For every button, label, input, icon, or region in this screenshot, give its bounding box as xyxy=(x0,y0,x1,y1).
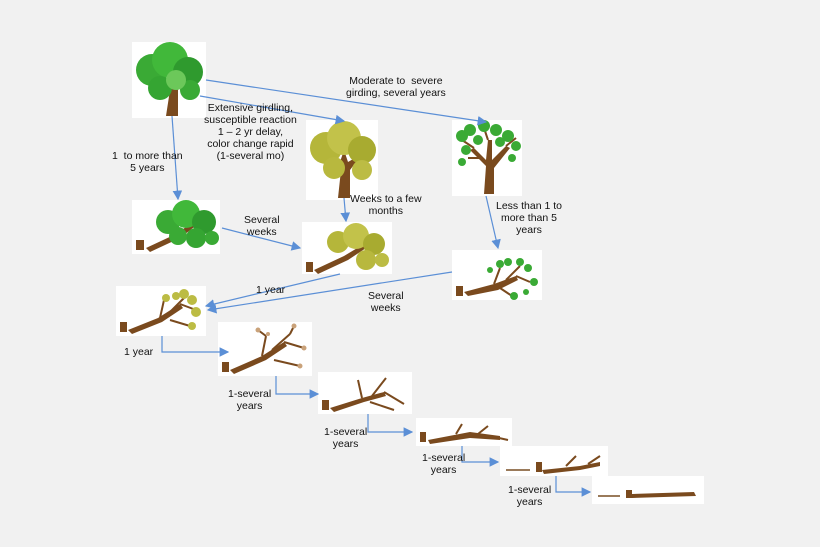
arrow-sparse-to-fallen xyxy=(485,195,501,250)
fallen-tree-icon-green xyxy=(136,200,219,252)
arrow-stage3-to-stage4 xyxy=(367,414,414,437)
tree-sparse-icon xyxy=(456,120,521,194)
arrow-stage5-to-stage6 xyxy=(555,476,592,497)
decline-stage-1-icon xyxy=(120,289,201,334)
label-several-weeks-1: Several weeks xyxy=(244,214,280,238)
label-one-several-2: 1-several years xyxy=(324,426,368,450)
fallen-tree-icon-yellow xyxy=(306,223,389,274)
decline-stage-2-icon xyxy=(222,323,307,374)
fallen-tree-icon-sparse xyxy=(456,258,538,300)
decline-stage-3-icon xyxy=(322,377,405,412)
arrow-yellow-to-stage1 xyxy=(204,273,341,309)
arrow-stage1-to-stage2 xyxy=(161,336,230,357)
label-one-year-a: 1 year xyxy=(256,284,286,296)
arrow-fallen-green-to-yellow xyxy=(221,227,302,251)
decline-stage-5-icon xyxy=(506,455,601,474)
label-one-several-3: 1-several years xyxy=(422,452,466,476)
arrow-healthy-to-sparse xyxy=(205,79,488,126)
tree-green-icon xyxy=(136,42,203,116)
label-several-weeks-2: Several weeks xyxy=(368,290,404,314)
arrow-stage2-to-stage3 xyxy=(275,376,320,399)
label-moderate: Moderate to severe girding, several year… xyxy=(346,75,446,99)
arrow-stage4-to-stage5 xyxy=(461,446,500,467)
arrow-sparse-to-stage1 xyxy=(206,271,453,314)
arrow-yellow-to-fallen xyxy=(340,197,351,223)
arrow-healthy-to-yellow xyxy=(199,95,346,125)
label-one-year-b: 1 year xyxy=(124,346,154,358)
label-one-several-1: 1-several years xyxy=(228,388,272,412)
label-weeks-to-few-months: Weeks to a few months xyxy=(350,193,422,217)
label-less-than-1: Less than 1 to more than 5 years xyxy=(496,200,562,236)
decline-stage-4-icon xyxy=(420,423,509,444)
log-icon xyxy=(598,490,696,498)
box-stage-6 xyxy=(592,476,704,504)
box-stage-2 xyxy=(218,322,312,376)
tree-yellow-icon xyxy=(310,121,376,198)
label-extensive: Extensive girdling, susceptible reaction… xyxy=(204,102,297,162)
arrow-healthy-to-fallen xyxy=(171,115,183,201)
label-one-to-more: 1 to more than 5 years xyxy=(112,150,183,174)
label-one-several-4: 1-several years xyxy=(508,484,552,508)
arrows xyxy=(161,79,592,497)
